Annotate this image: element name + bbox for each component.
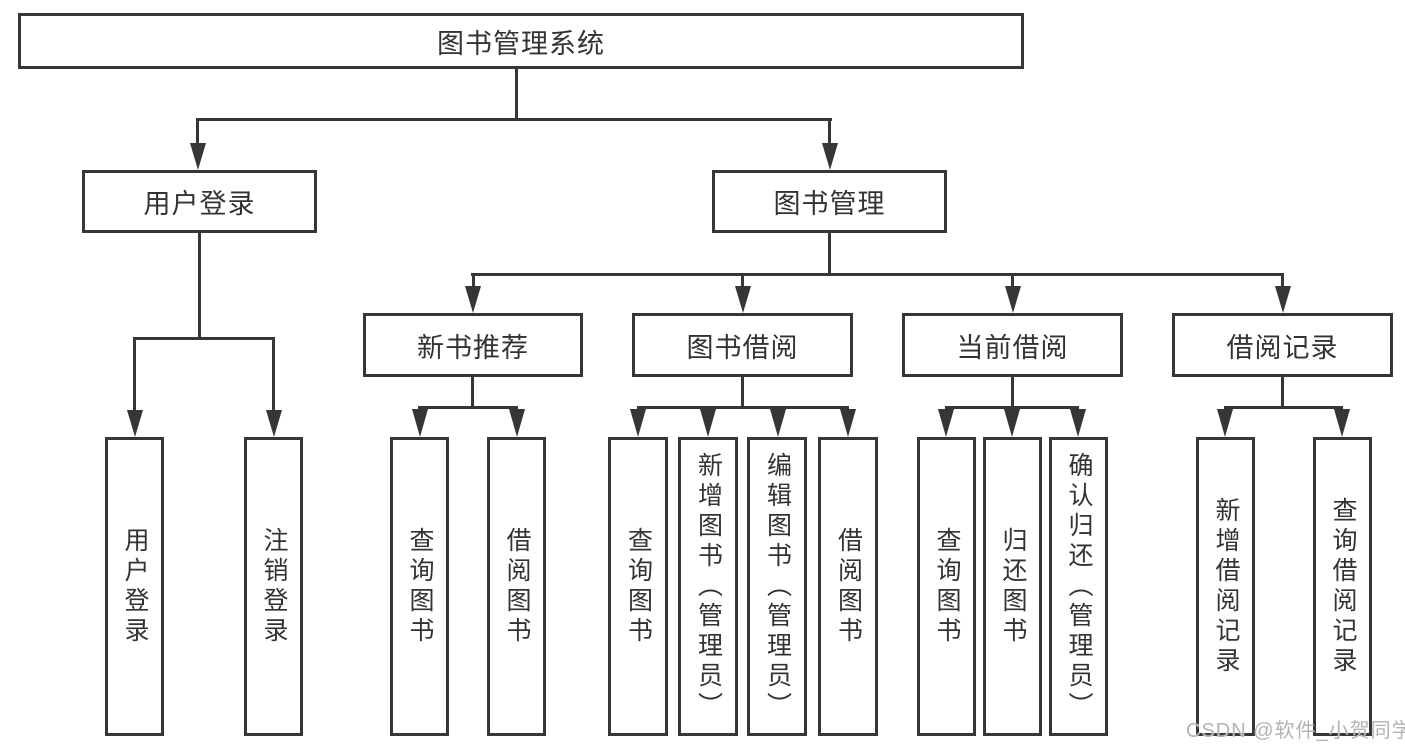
- connector-user-login-drop: [196, 118, 199, 144]
- arrow-down-icon: [735, 286, 751, 313]
- arrow-down-icon: [770, 409, 786, 437]
- arrow-down-icon: [1004, 409, 1020, 437]
- node-label: 用户登录: [143, 189, 256, 219]
- leaf-label: 用户登录: [121, 526, 149, 647]
- connector-root-crossbar: [196, 118, 832, 121]
- connector-user-branch-stem: [198, 233, 201, 337]
- node-book-borrowing: 图书借阅: [632, 313, 853, 377]
- arrow-down-icon: [840, 409, 856, 437]
- leaf-borrow-books: 借阅图书: [487, 437, 546, 736]
- leaf-label: 新增借阅记录: [1212, 496, 1240, 677]
- arrow-down-icon: [630, 409, 646, 437]
- connector-group-drop: [1011, 273, 1014, 288]
- connector-group-drop: [472, 273, 475, 288]
- node-user-login: 用户登录: [82, 170, 317, 233]
- arrow-down-icon: [412, 409, 428, 437]
- leaf-label: 确认归还（管理员）: [1065, 451, 1093, 722]
- leaf-borrow-books: 借阅图书: [818, 437, 878, 736]
- leaf-label: 借阅图书: [834, 526, 863, 647]
- leaf-add-books-admin: 新增图书（管理员）: [678, 437, 738, 736]
- arrow-down-icon: [1334, 409, 1350, 437]
- arrow-down-icon: [266, 410, 282, 437]
- leaf-label: 查询图书: [624, 526, 653, 647]
- arrow-down-icon: [938, 409, 954, 437]
- connector-book-mgmt-drop: [828, 118, 831, 144]
- node-new-book-recommendation: 新书推荐: [363, 313, 583, 377]
- connector-user-branch-crossbar: [133, 337, 275, 340]
- connector-group3-stem: [1011, 377, 1014, 406]
- leaf-label: 注销登录: [260, 526, 288, 647]
- connector-group1-stem: [471, 377, 474, 406]
- leaf-logout: 注销登录: [244, 437, 303, 736]
- node-book-management: 图书管理: [712, 170, 947, 233]
- node-label: 图书借阅: [686, 332, 799, 363]
- arrow-down-icon: [127, 410, 143, 437]
- connector-group2-stem: [741, 377, 744, 406]
- leaf-label: 查询借阅记录: [1329, 496, 1357, 677]
- arrow-down-icon: [1217, 409, 1233, 437]
- leaf-label: 借阅图书: [503, 526, 531, 647]
- leaf-label: 查询图书: [933, 526, 961, 647]
- connector-book-branch-stem: [828, 233, 831, 273]
- leaf-query-borrow-record: 查询借阅记录: [1313, 437, 1372, 736]
- connector-book-branch-crossbar: [471, 273, 1284, 276]
- arrow-down-icon: [1070, 409, 1086, 437]
- connector-leaf-drop: [272, 337, 275, 410]
- connector-group-drop: [1281, 273, 1284, 288]
- node-label: 当前借阅: [956, 332, 1069, 363]
- leaf-label: 新增图书（管理员）: [694, 451, 723, 722]
- node-label: 图书管理: [773, 189, 886, 219]
- csdn-watermark: CSDN @软件_小贺同学: [1186, 720, 1405, 742]
- leaf-add-borrow-record: 新增借阅记录: [1196, 437, 1255, 736]
- leaf-label: 编辑图书（管理员）: [763, 451, 792, 722]
- leaf-query-books: 查询图书: [608, 437, 668, 736]
- node-current-borrowing: 当前借阅: [902, 313, 1123, 377]
- connector-root-stem: [515, 69, 518, 118]
- connector-group4-stem: [1281, 377, 1284, 406]
- connector-group-drop: [741, 273, 744, 288]
- connector-leaf-drop: [133, 337, 136, 410]
- arrow-down-icon: [1275, 286, 1291, 313]
- arrow-down-icon: [700, 409, 716, 437]
- connector-group3-crossbar: [945, 406, 1079, 409]
- arrow-down-icon: [465, 286, 481, 313]
- node-borrowing-records: 借阅记录: [1172, 313, 1393, 377]
- arrow-down-icon: [190, 143, 206, 170]
- arrow-down-icon: [1005, 286, 1021, 313]
- node-label: 图书管理系统: [437, 28, 605, 59]
- connector-group1-crossbar: [418, 406, 518, 409]
- leaf-label: 归还图书: [999, 526, 1027, 647]
- connector-group4-crossbar: [1224, 406, 1343, 409]
- leaf-label: 查询图书: [406, 526, 434, 647]
- leaf-user-login: 用户登录: [105, 437, 164, 736]
- node-library-management-system: 图书管理系统: [18, 13, 1024, 69]
- node-label: 新书推荐: [417, 332, 529, 363]
- leaf-query-books: 查询图书: [390, 437, 449, 736]
- connector-group2-crossbar: [637, 406, 849, 409]
- leaf-return-books: 归还图书: [983, 437, 1042, 736]
- leaf-query-books: 查询图书: [917, 437, 976, 736]
- arrow-down-icon: [822, 143, 838, 170]
- leaf-confirm-return-admin: 确认归还（管理员）: [1049, 437, 1108, 736]
- leaf-edit-books-admin: 编辑图书（管理员）: [747, 437, 807, 736]
- arrow-down-icon: [509, 409, 525, 437]
- node-label: 借阅记录: [1226, 332, 1339, 363]
